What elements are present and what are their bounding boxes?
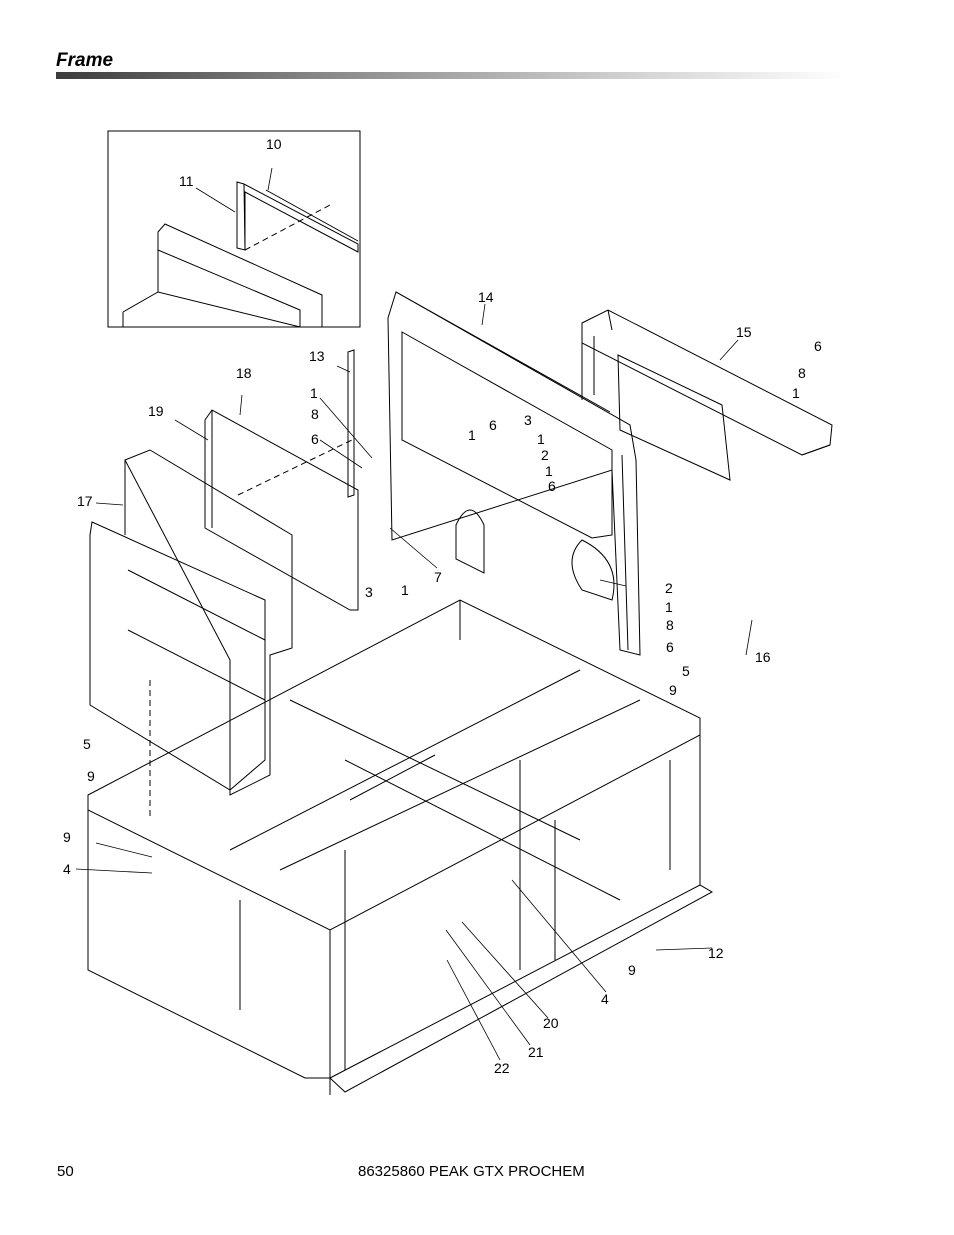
- callout-9: 9: [87, 768, 95, 784]
- callout-8: 8: [311, 406, 319, 422]
- callout-17: 17: [77, 493, 93, 509]
- page-number: 50: [57, 1163, 74, 1180]
- callout-19: 19: [148, 403, 164, 419]
- callout-22: 22: [494, 1060, 510, 1076]
- callout-2: 2: [541, 447, 549, 463]
- callout-1: 1: [468, 427, 476, 443]
- callout-1: 1: [665, 599, 673, 615]
- callout-6: 6: [311, 431, 319, 447]
- grille-15: [581, 309, 833, 481]
- main-frame: [87, 599, 714, 1095]
- callout-1: 1: [792, 385, 800, 401]
- callout-5: 5: [682, 663, 690, 679]
- inset-detail: [107, 130, 361, 328]
- leader-lines: [75, 167, 753, 1061]
- callout-1: 1: [545, 463, 553, 479]
- callout-11: 11: [179, 173, 194, 189]
- callout-9: 9: [63, 829, 71, 845]
- callout-3: 3: [524, 412, 532, 428]
- document-id: 86325860 PEAK GTX PROCHEM: [358, 1163, 585, 1180]
- page-title: Frame: [56, 50, 114, 71]
- callout-1: 1: [310, 385, 318, 401]
- housing-17: [89, 449, 293, 820]
- callout-6: 6: [666, 639, 674, 655]
- callout-3: 3: [365, 584, 373, 600]
- callout-8: 8: [798, 365, 806, 381]
- callout-5: 5: [83, 736, 91, 752]
- callout-1: 1: [537, 431, 545, 447]
- callout-labels: 10 11 14 15 13 18 1 8 6 19 6 8 1 3 1 6 1…: [63, 136, 822, 1076]
- callout-6: 6: [548, 478, 556, 494]
- header-rule: [56, 72, 846, 79]
- filter-frames: [204, 349, 359, 611]
- callout-15: 15: [736, 324, 752, 340]
- callout-4: 4: [63, 861, 71, 877]
- callout-16: 16: [755, 649, 771, 665]
- callout-10: 10: [266, 136, 282, 152]
- callout-1: 1: [401, 582, 409, 598]
- callout-9: 9: [628, 962, 636, 978]
- callout-21: 21: [528, 1044, 544, 1060]
- callout-2: 2: [665, 580, 673, 596]
- callout-4: 4: [601, 991, 609, 1007]
- callout-20: 20: [543, 1015, 559, 1031]
- callout-9: 9: [669, 682, 677, 698]
- callout-18: 18: [236, 365, 252, 381]
- callout-12: 12: [708, 945, 724, 961]
- callout-6: 6: [814, 338, 822, 354]
- callout-6: 6: [489, 417, 497, 433]
- callout-7: 7: [434, 569, 442, 585]
- callout-8: 8: [666, 617, 674, 633]
- panel-14: [387, 291, 641, 656]
- callout-13: 13: [309, 348, 325, 364]
- callout-14: 14: [478, 289, 494, 305]
